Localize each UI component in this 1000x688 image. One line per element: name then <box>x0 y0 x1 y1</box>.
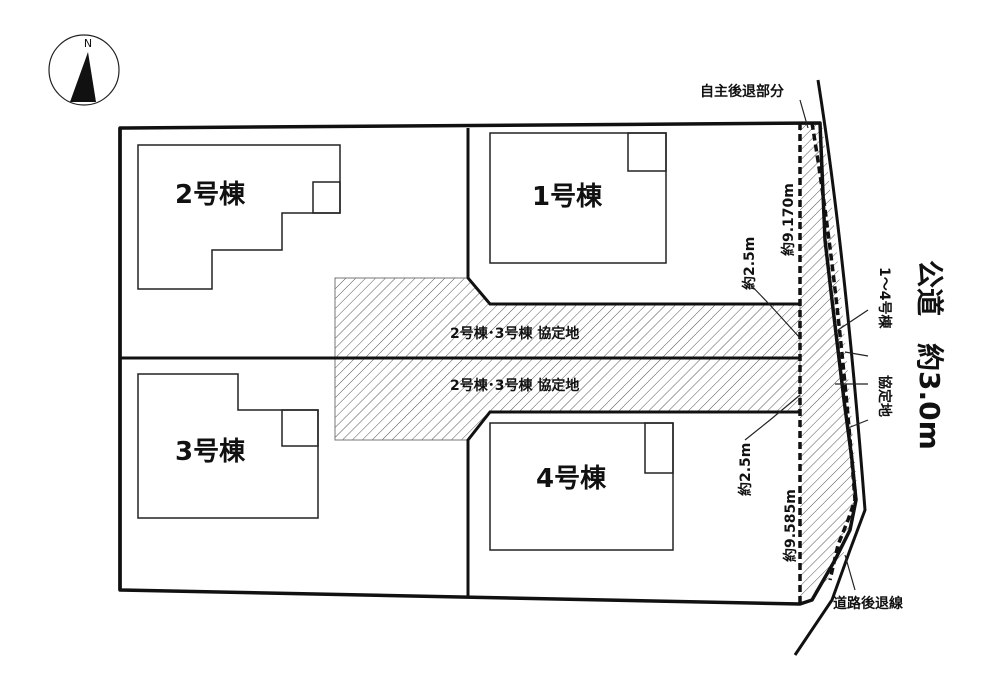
building-4-label: 4号棟 <box>536 464 607 494</box>
setback-hatch <box>800 123 858 604</box>
building-4-entry <box>644 422 674 474</box>
lot-divider-upper <box>466 128 800 306</box>
road-setback-line-label: 道路後退線 <box>833 595 903 612</box>
building-2-outline <box>137 144 341 290</box>
building-1-entry <box>627 132 667 172</box>
building-4-outline <box>489 422 674 551</box>
building-2-entry <box>312 181 341 214</box>
agreement-1-4-label-line2: 協定地 <box>876 375 893 417</box>
building-2-label: 2号棟 <box>175 180 246 210</box>
north-compass-icon: N <box>48 34 120 106</box>
north-label: N <box>84 37 92 50</box>
building-1-outline <box>489 132 667 264</box>
road-edge <box>793 79 867 656</box>
road-name-label: 公道 <box>913 260 946 316</box>
agreement-leader-4 <box>847 419 869 429</box>
agreement-leader-2 <box>844 351 869 357</box>
frontage-bottom-dimension: 約9.585m <box>782 489 799 562</box>
passage-top-dimension: 約2.5m <box>741 237 758 290</box>
passage-top-leader <box>747 281 801 339</box>
road-setback-leader <box>844 554 856 591</box>
voluntary-setback-leader <box>799 99 809 129</box>
passage-bottom-leader <box>744 394 801 441</box>
road-width-label: 約3.0m <box>913 343 946 450</box>
shared-land-label-lower: 2号棟･3号棟 協定地 <box>450 377 579 394</box>
agreement-leader-1 <box>837 309 869 331</box>
passage-bottom-dimension: 約2.5m <box>737 443 754 496</box>
lot-divider-lower <box>466 410 800 598</box>
building-1-label: 1号棟 <box>532 182 603 212</box>
shared-land-label-upper: 2号棟･3号棟 協定地 <box>450 325 579 342</box>
road-setback-dashed <box>810 122 857 581</box>
building-3-label: 3号棟 <box>175 437 246 467</box>
frontage-top-dimension: 約9.170m <box>780 183 797 256</box>
building-3-entry <box>281 409 319 447</box>
voluntary-setback-label: 自主後退部分 <box>700 83 784 100</box>
agreement-1-4-label-line1: 1～4号棟 <box>876 267 893 329</box>
